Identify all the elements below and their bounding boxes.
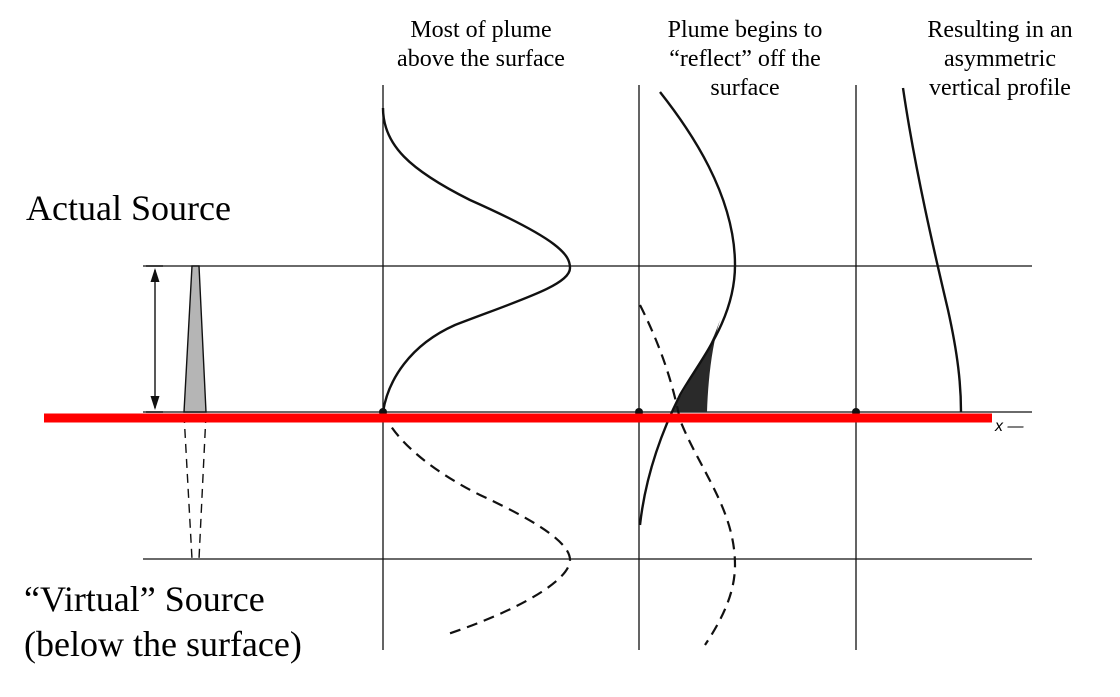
panel3-caption-line2: asymmetric	[944, 45, 1056, 72]
source-height-arrow	[146, 265, 163, 413]
actual-source-cone	[183, 265, 207, 413]
panel3-caption-line1: Resulting in an	[927, 17, 1073, 43]
panel2-virtual-profile	[639, 304, 737, 646]
panel2-caption: Plume begins to “reflect” off the surfac…	[640, 16, 850, 102]
panel1-caption-line1: Most of plume	[410, 17, 552, 43]
panel3-resulting-profile	[901, 87, 963, 413]
panel2-caption-line1: Plume begins to	[667, 17, 823, 43]
panel2-overlap-region	[671, 320, 720, 412]
panel2-caption-line3: surface	[710, 74, 780, 101]
panel2-caption-line2: “reflect” off the	[669, 45, 821, 72]
virtual-source-cone	[183, 413, 207, 560]
virtual-source-label: “Virtual” Source (below the surface)	[24, 577, 302, 667]
x-axis-label: x —	[995, 418, 1024, 435]
panel1-caption-line2: above the surface	[397, 45, 565, 72]
panel1-plume-profile	[381, 107, 572, 413]
panel3-caption-line3: vertical profile	[929, 74, 1071, 101]
actual-source-label: Actual Source	[26, 188, 231, 228]
panel3-caption: Resulting in an asymmetric vertical prof…	[900, 16, 1100, 102]
panel1-caption: Most of plume above the surface	[376, 16, 586, 74]
virtual-source-label-line2: (below the surface)	[24, 624, 302, 664]
virtual-source-label-line1: “Virtual” Source	[24, 579, 265, 619]
panel1-virtual-profile	[381, 411, 572, 637]
panel2-plume-profile	[638, 91, 737, 526]
